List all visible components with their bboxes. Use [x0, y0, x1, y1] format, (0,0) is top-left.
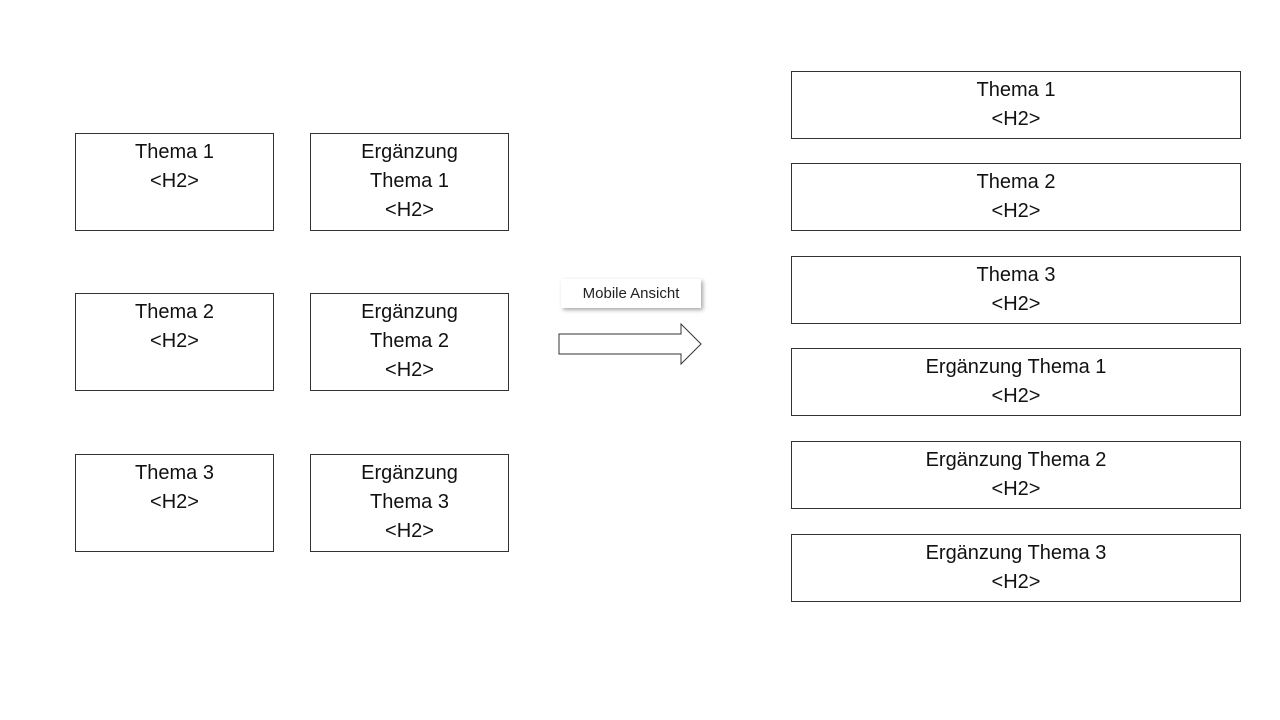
- box-tag: <H2>: [385, 199, 434, 221]
- box-subtitle: Thema 2: [370, 330, 449, 352]
- box-title: Thema 3: [976, 264, 1056, 286]
- box-title: Ergänzung: [361, 462, 458, 484]
- box-tag: <H2>: [385, 520, 434, 542]
- box-title: Ergänzung Thema 2: [925, 449, 1107, 471]
- box-tag: <H2>: [991, 571, 1041, 593]
- box-tag: <H2>: [991, 478, 1041, 500]
- desktop-box-ergaenzung-thema-3: Ergänzung Thema 3 <H2>: [310, 454, 509, 552]
- mobile-view-label: Mobile Ansicht: [561, 279, 701, 308]
- box-title: Thema 3: [135, 462, 214, 484]
- mobile-box-ergaenzung-thema-1: Ergänzung Thema 1 <H2>: [791, 348, 1241, 416]
- box-title: Ergänzung Thema 1: [925, 356, 1107, 378]
- box-tag: <H2>: [150, 170, 199, 192]
- mobile-box-thema-2: Thema 2 <H2>: [791, 163, 1241, 231]
- box-tag: <H2>: [991, 293, 1041, 315]
- box-tag: <H2>: [150, 330, 199, 352]
- box-subtitle: Thema 1: [370, 170, 449, 192]
- box-subtitle: Thema 3: [370, 491, 449, 513]
- box-title: Thema 1: [976, 79, 1056, 101]
- desktop-box-thema-1: Thema 1 <H2>: [75, 133, 274, 231]
- box-title: Ergänzung: [361, 141, 458, 163]
- mobile-box-thema-3: Thema 3 <H2>: [791, 256, 1241, 324]
- desktop-box-ergaenzung-thema-2: Ergänzung Thema 2 <H2>: [310, 293, 509, 391]
- desktop-box-thema-3: Thema 3 <H2>: [75, 454, 274, 552]
- box-tag: <H2>: [991, 200, 1041, 222]
- box-tag: <H2>: [991, 108, 1041, 130]
- box-tag: <H2>: [150, 491, 199, 513]
- mobile-box-ergaenzung-thema-3: Ergänzung Thema 3 <H2>: [791, 534, 1241, 602]
- box-title: Ergänzung Thema 3: [925, 542, 1107, 564]
- box-title: Thema 2: [135, 301, 214, 323]
- box-tag: <H2>: [385, 359, 434, 381]
- mobile-box-thema-1: Thema 1 <H2>: [791, 71, 1241, 139]
- right-arrow-icon: [558, 323, 702, 366]
- box-title: Ergänzung: [361, 301, 458, 323]
- box-title: Thema 1: [135, 141, 214, 163]
- desktop-box-thema-2: Thema 2 <H2>: [75, 293, 274, 391]
- box-title: Thema 2: [976, 171, 1056, 193]
- box-tag: <H2>: [991, 385, 1041, 407]
- mobile-box-ergaenzung-thema-2: Ergänzung Thema 2 <H2>: [791, 441, 1241, 509]
- desktop-box-ergaenzung-thema-1: Ergänzung Thema 1 <H2>: [310, 133, 509, 231]
